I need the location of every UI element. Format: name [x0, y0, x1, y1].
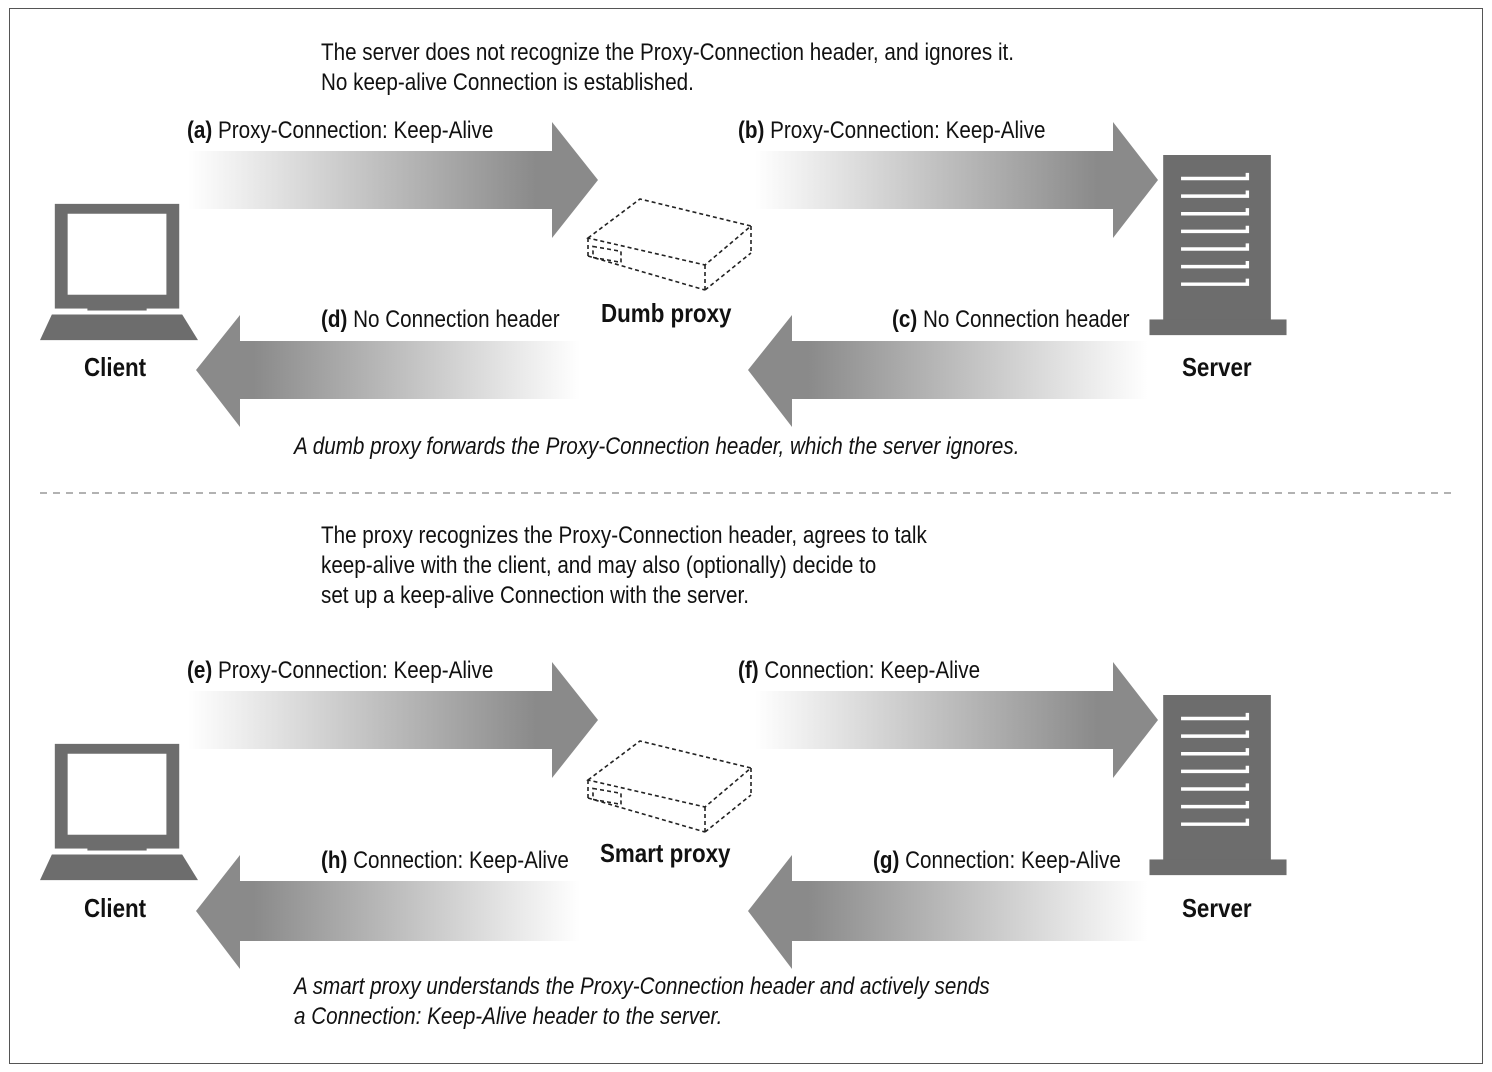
- server-label: Server: [1182, 352, 1252, 382]
- label-tag: (d): [321, 306, 348, 333]
- computer-monitor-icon: [40, 203, 198, 341]
- bottom-intro-line: set up a keep-alive Connection with the …: [321, 582, 749, 609]
- bottom-intro: The proxy recognizes the Proxy-Connectio…: [321, 521, 927, 611]
- label-b: (b) Proxy-Connection: Keep-Alive: [738, 116, 1045, 146]
- label-tag: (f): [738, 657, 759, 684]
- label-tag: (g): [873, 847, 900, 874]
- label-text: Connection: Keep-Alive: [899, 847, 1121, 874]
- top-intro-line: No keep-alive Connection is established.: [321, 69, 694, 96]
- client-label: Client: [84, 352, 147, 382]
- label-g: (g) Connection: Keep-Alive: [873, 846, 1121, 876]
- label-text: Proxy-Connection: Keep-Alive: [212, 657, 494, 684]
- smart-proxy-label: Smart proxy: [600, 838, 731, 868]
- label-text: No Connection header: [347, 306, 560, 333]
- server-tower-icon: [1148, 155, 1288, 337]
- proxy-box-icon: [587, 740, 752, 833]
- arrow-a: [188, 122, 598, 238]
- label-d: (d) No Connection header: [321, 305, 560, 335]
- dumb-proxy-label: Dumb proxy: [601, 298, 732, 328]
- arrow-e: [188, 662, 598, 778]
- server-label: Server: [1182, 893, 1252, 923]
- label-f: (f) Connection: Keep-Alive: [738, 656, 980, 686]
- top-caption: A dumb proxy forwards the Proxy-Connecti…: [294, 433, 1020, 460]
- client-label: Client: [84, 893, 147, 923]
- computer-monitor-icon: [40, 743, 198, 881]
- arrow-c: [748, 315, 1148, 427]
- server-tower-icon: [1148, 695, 1288, 877]
- label-tag: (b): [738, 117, 765, 144]
- label-c: (c) No Connection header: [892, 305, 1130, 335]
- label-tag: (e): [187, 657, 213, 684]
- label-text: Connection: Keep-Alive: [758, 657, 981, 684]
- label-text: Proxy-Connection: Keep-Alive: [764, 117, 1046, 144]
- label-tag: (c): [892, 306, 918, 333]
- bottom-caption-line: A smart proxy understands the Proxy-Conn…: [294, 973, 990, 1000]
- proxy-box-icon: [587, 198, 752, 291]
- arrow-g: [748, 855, 1148, 969]
- label-h: (h) Connection: Keep-Alive: [321, 846, 569, 876]
- arrow-f: [755, 662, 1158, 778]
- bottom-intro-line: The proxy recognizes the Proxy-Connectio…: [321, 522, 927, 549]
- label-e: (e) Proxy-Connection: Keep-Alive: [187, 656, 493, 686]
- bottom-intro-line: keep-alive with the client, and may also…: [321, 552, 877, 579]
- top-intro: The server does not recognize the Proxy-…: [321, 38, 1014, 98]
- label-a: (a) Proxy-Connection: Keep-Alive: [187, 116, 493, 146]
- figure-frame: [9, 8, 1483, 1064]
- bottom-caption-line: a Connection: Keep-Alive header to the s…: [294, 1003, 723, 1030]
- label-text: No Connection header: [917, 306, 1130, 333]
- label-tag: (h): [321, 847, 348, 874]
- top-intro-line: The server does not recognize the Proxy-…: [321, 39, 1014, 66]
- label-tag: (a): [187, 117, 213, 144]
- arrow-d: [196, 315, 580, 427]
- bottom-caption: A smart proxy understands the Proxy-Conn…: [294, 972, 990, 1032]
- label-text: Proxy-Connection: Keep-Alive: [212, 117, 494, 144]
- arrow-b: [755, 122, 1158, 238]
- arrow-h: [196, 855, 580, 969]
- label-text: Connection: Keep-Alive: [347, 847, 569, 874]
